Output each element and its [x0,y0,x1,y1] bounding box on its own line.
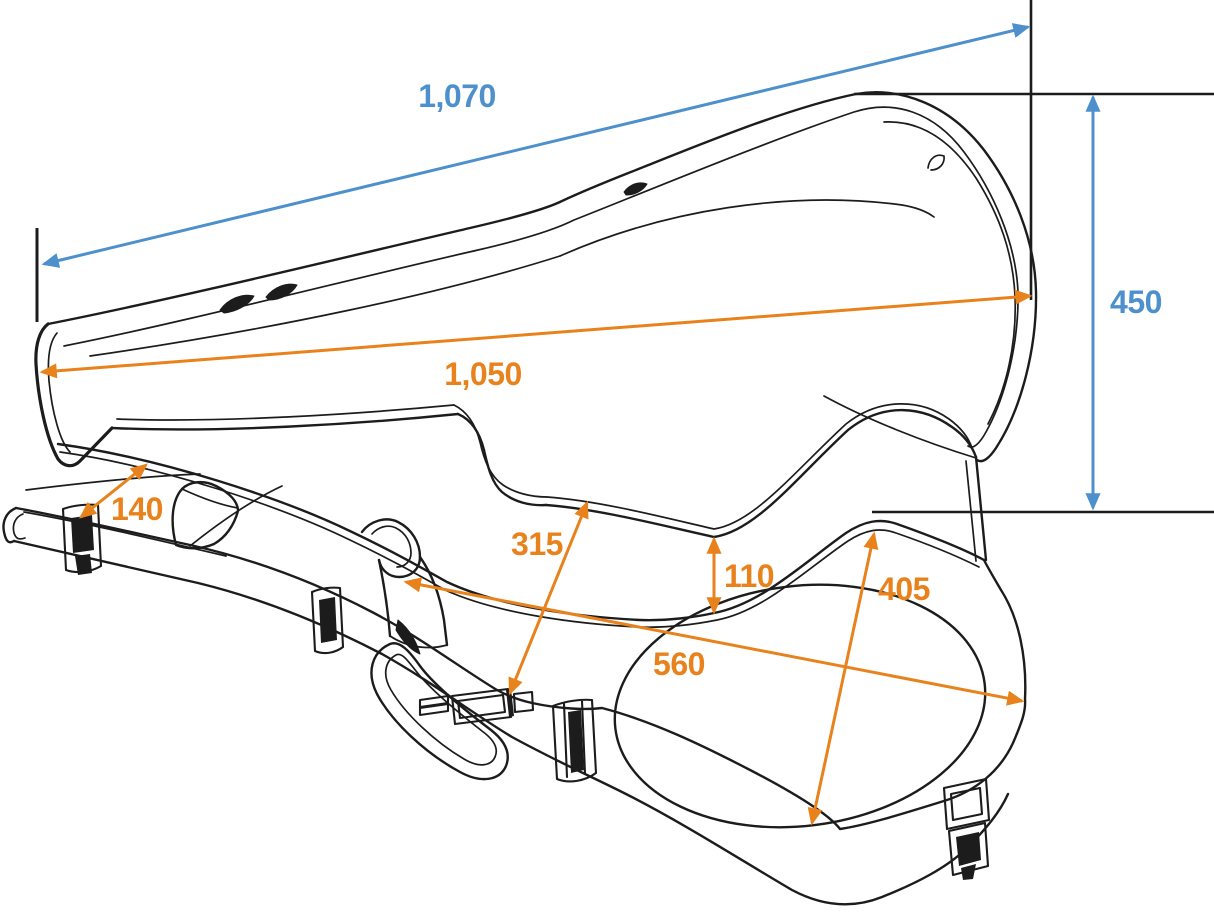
lid-rim-neck-inner [116,404,455,421]
arrow-lower-bout-width [807,531,879,826]
dimension-annotations: 1,070 450 1,050 140 315 110 560 [39,23,1162,826]
lid-latch-hook [623,182,648,196]
dimension-case-height: 450 [1085,94,1162,511]
neck-support-block [171,481,240,550]
arrow-neck-width [79,463,148,519]
body-divider-base [389,635,448,649]
base-near-rim-inner [23,511,227,557]
lid-waist-join-outer [974,455,988,562]
lid-rim-waist-outer [544,408,978,539]
lid-endcap-outer [34,322,114,468]
lid-rim-waist-inner [546,403,973,530]
lid-interior-crease [89,255,561,357]
base-wall-bottom [12,539,1010,906]
lid-strap-loop [927,154,945,171]
base-interior-bottom [613,583,987,829]
dimension-label-1050: 1,050 [444,356,522,392]
handle-inner [384,653,498,766]
dimension-lower-bout-width: 405 [807,531,930,826]
dimension-neck-width: 140 [79,463,163,527]
lid-rim-step-outer [456,412,548,507]
dimension-label-405: 405 [878,571,930,607]
dimension-label-1070: 1,070 [418,78,496,114]
latch [310,586,345,655]
latch [551,698,598,783]
reference-lines [35,0,1214,514]
dimension-label-140: 140 [111,491,163,527]
neck-support-brace [189,485,283,547]
dimension-label-315: 315 [511,526,563,562]
lid-rim-step-inner [453,404,548,498]
dimension-label-110: 110 [724,558,774,594]
base-endcap-outer [2,506,18,544]
dimension-overall-length: 1,070 [41,23,1031,268]
lid-latch-hook [265,283,298,301]
latch [942,777,991,880]
dimension-lower-bout-length: 560 [403,577,1025,706]
neck-support-ridge [181,488,239,509]
base-endcap-inner [12,513,26,540]
arrow-lower-bout-length [403,577,1025,706]
dimension-waist-width: 315 [508,500,589,696]
dimension-label-560: 560 [653,646,705,682]
lid-back-panel-fold [559,199,935,257]
base-near-rim [14,506,1027,831]
lid-inner-edge [63,106,1019,448]
body-divider-hook-inner [371,525,412,568]
dimension-label-450: 450 [1110,284,1162,320]
lid-rim-neck-outer [110,412,460,431]
case-latches [61,503,991,880]
dimension-interior-length: 1,050 [39,289,1033,392]
lid-outline [46,91,1038,463]
latch [61,503,103,575]
lid-endcap-inner [47,332,71,453]
lid-bout-inner-arc [823,395,977,459]
body-divider-front [377,558,392,638]
arrow-overall-length [41,23,1031,268]
arrow-interior-length [39,289,1033,379]
